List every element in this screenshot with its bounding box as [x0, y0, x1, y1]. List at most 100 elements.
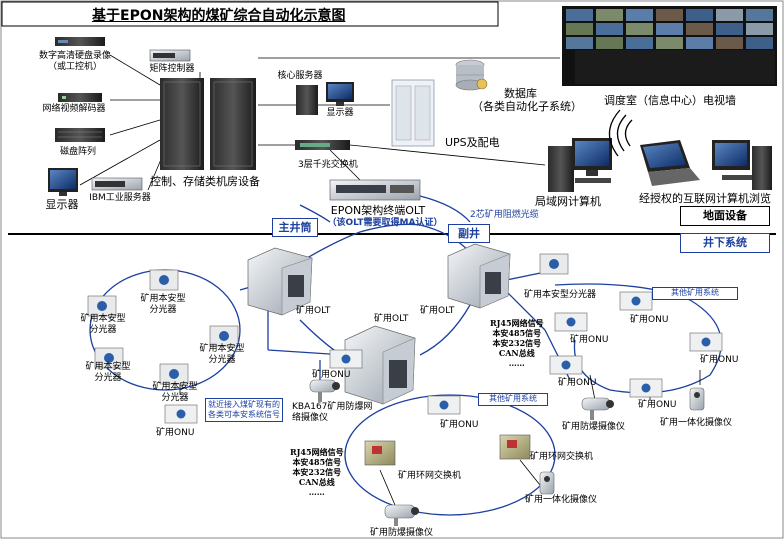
splitter-icon	[94, 347, 124, 369]
room-label: 控制、存储类机房设备	[150, 175, 260, 188]
monitor-icon	[48, 168, 78, 196]
onu-icon	[629, 378, 663, 398]
ups-label: UPS及配电	[445, 136, 500, 149]
signal-item: RJ45网络信号	[290, 447, 344, 457]
title-box	[1, 1, 499, 27]
tv-screen	[716, 9, 743, 21]
tv-screen	[716, 37, 743, 49]
mine-olt-left-icon	[247, 247, 313, 316]
tv-wall-icon	[562, 6, 777, 86]
ground-badge: 地面设备	[680, 206, 770, 226]
tv-screen	[686, 37, 713, 49]
splitter-label: 矿用本安型 分光器	[80, 314, 126, 335]
signal-item: 本安232信号	[492, 338, 542, 348]
ups-icon	[391, 79, 435, 147]
raid-icon	[55, 128, 105, 142]
signal-item: 本安485信号	[492, 328, 542, 338]
note-left: 就近接入煤矿现有的 各类可本安系统信号	[205, 398, 283, 422]
tv-screen	[566, 23, 593, 35]
tv-screen	[686, 23, 713, 35]
onu-label: 矿用ONU	[312, 370, 351, 380]
tv-screen	[656, 23, 683, 35]
core-server-label: 核心服务器	[277, 71, 323, 81]
tv-screen	[746, 37, 773, 49]
explosion-cam-label: 矿用防爆摄像仪	[370, 528, 434, 538]
decoder-label: 网络视频解码器	[42, 104, 106, 114]
tv-screen	[566, 37, 593, 49]
ring-switch-left-icon	[364, 440, 396, 466]
aux-shaft-badge: 副井	[448, 224, 490, 243]
onu-label: 矿用ONU	[630, 315, 669, 325]
monitor-label: 显示器	[45, 198, 79, 211]
onu-icons	[164, 291, 723, 424]
fiber-links	[267, 195, 471, 361]
ibm-server-icon	[91, 177, 143, 191]
matrix-label: 矩阵控制器	[149, 64, 195, 74]
tv-screen	[626, 37, 653, 49]
internet-label: 经授权的互联网计算机浏览	[639, 192, 771, 205]
signal-list-right: RJ45网络信号 本安485信号 本安232信号 CAN总线 ……	[490, 318, 544, 368]
cabinet-icon	[160, 78, 256, 170]
surface-links	[79, 54, 560, 191]
device-links	[179, 370, 701, 506]
laptop-icon	[640, 140, 700, 186]
decoder-icon	[58, 93, 102, 102]
kba-label: KBA167矿用防爆网 络摄像仪	[292, 402, 373, 423]
wifi-icon	[608, 109, 633, 157]
olt-right-label: 矿用OLT	[420, 306, 455, 316]
signal-item: CAN总线	[298, 477, 335, 487]
onu-icon	[619, 291, 653, 311]
splitter-label: 矿用本安型 分光器	[152, 382, 198, 403]
mine-olt-right-icon	[447, 243, 511, 309]
integrated-camera-right-icon	[689, 387, 705, 411]
splitter-icon	[149, 269, 179, 291]
database-sub: （各类自动化子系统）	[472, 100, 582, 113]
tv-screen	[626, 9, 653, 21]
onu-icon	[427, 395, 461, 415]
signal-item: RJ45网络信号	[490, 318, 544, 328]
explosion-camera-bottom-icon	[384, 504, 419, 526]
splitter-label: 矿用本安型 分光器	[199, 344, 245, 365]
onu-label: 矿用ONU	[156, 428, 195, 438]
signal-item: 本安232信号	[292, 467, 342, 477]
tv-screen	[746, 23, 773, 35]
matrix-controller-icon	[149, 49, 191, 62]
main-shaft-badge: 主井筒	[272, 218, 318, 237]
onu-label: 矿用ONU	[558, 378, 597, 388]
core-display-label: 显示器	[326, 108, 354, 118]
tv-screen	[656, 9, 683, 21]
splitter-icon	[209, 325, 239, 347]
diagram-title: 基于EPON架构的煤矿综合自动化示意图	[92, 8, 346, 24]
splitter-icon	[87, 295, 117, 317]
l3-switch-icon	[295, 140, 350, 150]
olt-title: EPON架构终端OLT	[330, 204, 426, 217]
other-system-bottom: 其他矿用系统	[478, 393, 548, 406]
tv-screen	[686, 9, 713, 21]
onu-icon	[329, 349, 363, 369]
signal-item: 本安485信号	[292, 457, 342, 467]
onu-icon	[164, 404, 198, 424]
onu-icon	[689, 332, 723, 352]
tv-screen	[596, 37, 623, 49]
lan-label: 局域网计算机	[535, 195, 601, 208]
explosion-cam-label: 矿用防爆摄像仪	[562, 422, 626, 432]
signal-item: ……	[308, 487, 325, 497]
core-server-icon	[296, 82, 354, 115]
tv-screen	[716, 23, 743, 35]
database-title: 数据库	[504, 87, 537, 100]
other-system-right: 其他矿用系统	[652, 287, 738, 300]
integrated-camera-bottom-icon	[539, 471, 555, 495]
switch-label: 3层千兆交换机	[298, 160, 358, 170]
olt-left-label: 矿用OLT	[296, 306, 331, 316]
onu-label: 矿用ONU	[638, 400, 677, 410]
tv-screen	[746, 9, 773, 21]
dvr-icon	[55, 37, 105, 46]
signal-item: CAN总线	[498, 348, 535, 358]
ring-switch-label: 矿用环网交换机	[530, 452, 594, 462]
olt-sub: （该OLT需要取得MA认证）	[327, 218, 443, 228]
kba-camera-icon	[309, 379, 340, 402]
splitter-icon	[539, 253, 569, 275]
